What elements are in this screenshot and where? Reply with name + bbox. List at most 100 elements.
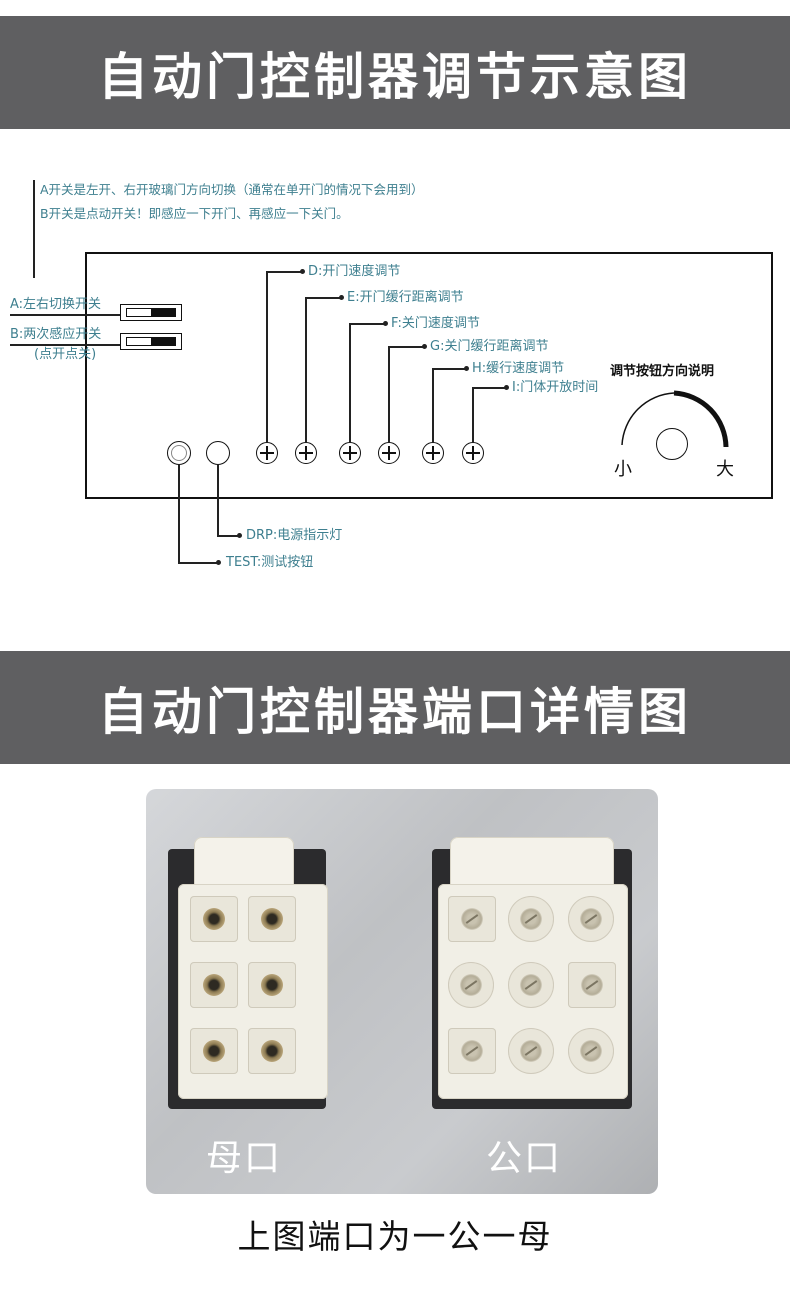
knob-i-label: I:门体开放时间 — [512, 380, 599, 395]
female-connector-latch — [194, 837, 294, 887]
drp-leader-dot — [237, 533, 242, 538]
female-pin — [203, 908, 225, 930]
switch-b-sublabel: (点开点关) — [34, 347, 97, 362]
male-socket — [508, 896, 554, 942]
direction-big-label: 大 — [716, 459, 734, 480]
female-pin — [261, 908, 283, 930]
switch-b-underline — [10, 344, 122, 346]
knob-d-leader-h — [266, 271, 302, 273]
note-switch-b: B开关是点动开关！即感应一下开门、再感应一下关门。 — [40, 206, 349, 221]
male-pin — [520, 908, 542, 930]
port-photo: 母口 公口 — [146, 789, 658, 1194]
male-connector — [438, 884, 628, 1099]
male-socket — [448, 962, 494, 1008]
female-pin — [261, 1040, 283, 1062]
knob-d-leader-dot — [300, 269, 305, 274]
knob-e-leader — [305, 297, 307, 442]
male-socket — [568, 896, 614, 942]
knob-d-icon[interactable] — [256, 442, 278, 464]
section-title-banner: 自动门控制器调节示意图 — [0, 16, 790, 129]
direction-arc-icon — [621, 390, 729, 448]
drp-leader — [217, 465, 219, 536]
switch-a-label: A:左右切换开关 — [10, 297, 102, 312]
male-socket — [508, 962, 554, 1008]
female-port-label: 母口 — [206, 1138, 283, 1179]
ports-caption: 上图端口为一公一母 — [237, 1217, 553, 1256]
knob-f-icon[interactable] — [339, 442, 361, 464]
male-socket — [448, 896, 496, 942]
knob-e-leader-dot — [339, 295, 344, 300]
female-socket — [190, 962, 238, 1008]
female-socket — [248, 1028, 296, 1074]
note-switch-a: A开关是左开、右开玻璃门方向切换（通常在单开门的情况下会用到） — [40, 182, 424, 197]
knob-e-icon[interactable] — [295, 442, 317, 464]
female-pin — [203, 974, 225, 996]
section-title: 自动门控制器调节示意图 — [98, 47, 692, 106]
knob-e-label: E:开门缓行距离调节 — [347, 290, 464, 305]
male-connector-latch — [450, 837, 614, 887]
controller-panel — [85, 252, 773, 499]
knob-h-label: H:缓行速度调节 — [472, 361, 565, 376]
knob-i-leader-h — [472, 387, 506, 389]
male-pin — [461, 1040, 483, 1062]
male-pin — [580, 908, 602, 930]
knob-i-leader-dot — [504, 385, 509, 390]
knob-g-leader-h — [388, 346, 424, 348]
section-title-banner: 自动门控制器端口详情图 — [0, 651, 790, 764]
female-socket — [190, 896, 238, 942]
test-leader — [178, 465, 180, 563]
switch-b-label: B:两次感应开关 — [10, 327, 102, 342]
male-socket — [508, 1028, 554, 1074]
knob-g-icon[interactable] — [378, 442, 400, 464]
knob-f-leader — [349, 323, 351, 442]
knob-d-label: D:开门速度调节 — [308, 264, 401, 279]
female-socket — [248, 896, 296, 942]
knob-e-leader-h — [305, 297, 341, 299]
drp-leader-h — [217, 535, 239, 537]
knob-f-leader-dot — [383, 321, 388, 326]
male-pin — [460, 974, 482, 996]
notes-bracket-line — [33, 180, 35, 278]
knob-i-icon[interactable] — [462, 442, 484, 464]
male-socket — [568, 962, 616, 1008]
female-socket — [190, 1028, 238, 1074]
switch-a[interactable] — [120, 304, 182, 321]
male-pin — [580, 1040, 602, 1062]
power-indicator-led — [206, 441, 230, 465]
male-pin — [581, 974, 603, 996]
direction-small-label: 小 — [614, 459, 632, 480]
knob-g-label: G:关门缓行距离调节 — [430, 339, 549, 354]
test-label: TEST:测试按钮 — [226, 555, 314, 570]
section-title: 自动门控制器端口详情图 — [98, 682, 692, 741]
male-pin — [520, 974, 542, 996]
knob-g-leader-dot — [422, 344, 427, 349]
switch-b-knob — [151, 338, 175, 345]
female-connector — [178, 884, 328, 1099]
female-socket — [248, 962, 296, 1008]
knob-h-leader-h — [432, 368, 466, 370]
test-leader-dot — [216, 560, 221, 565]
female-pin — [261, 974, 283, 996]
direction-knob-icon — [656, 428, 688, 460]
knob-i-leader — [472, 387, 474, 442]
switch-a-track — [126, 308, 176, 317]
knob-d-leader — [266, 271, 268, 442]
male-port-label: 公口 — [486, 1138, 563, 1179]
female-pin — [203, 1040, 225, 1062]
knob-f-label: F:关门速度调节 — [391, 316, 480, 331]
knob-h-leader-dot — [464, 366, 469, 371]
knob-h-leader — [432, 368, 434, 442]
test-button[interactable] — [167, 441, 191, 465]
test-leader-h — [178, 562, 218, 564]
switch-a-underline — [10, 314, 122, 316]
male-socket — [568, 1028, 614, 1074]
switch-b[interactable] — [120, 333, 182, 350]
male-socket — [448, 1028, 496, 1074]
knob-h-icon[interactable] — [422, 442, 444, 464]
knob-f-leader-h — [349, 323, 385, 325]
knob-g-leader — [388, 346, 390, 442]
switch-a-knob — [151, 309, 175, 316]
male-pin — [461, 908, 483, 930]
switch-b-track — [126, 337, 176, 346]
drp-label: DRP:电源指示灯 — [246, 528, 343, 543]
